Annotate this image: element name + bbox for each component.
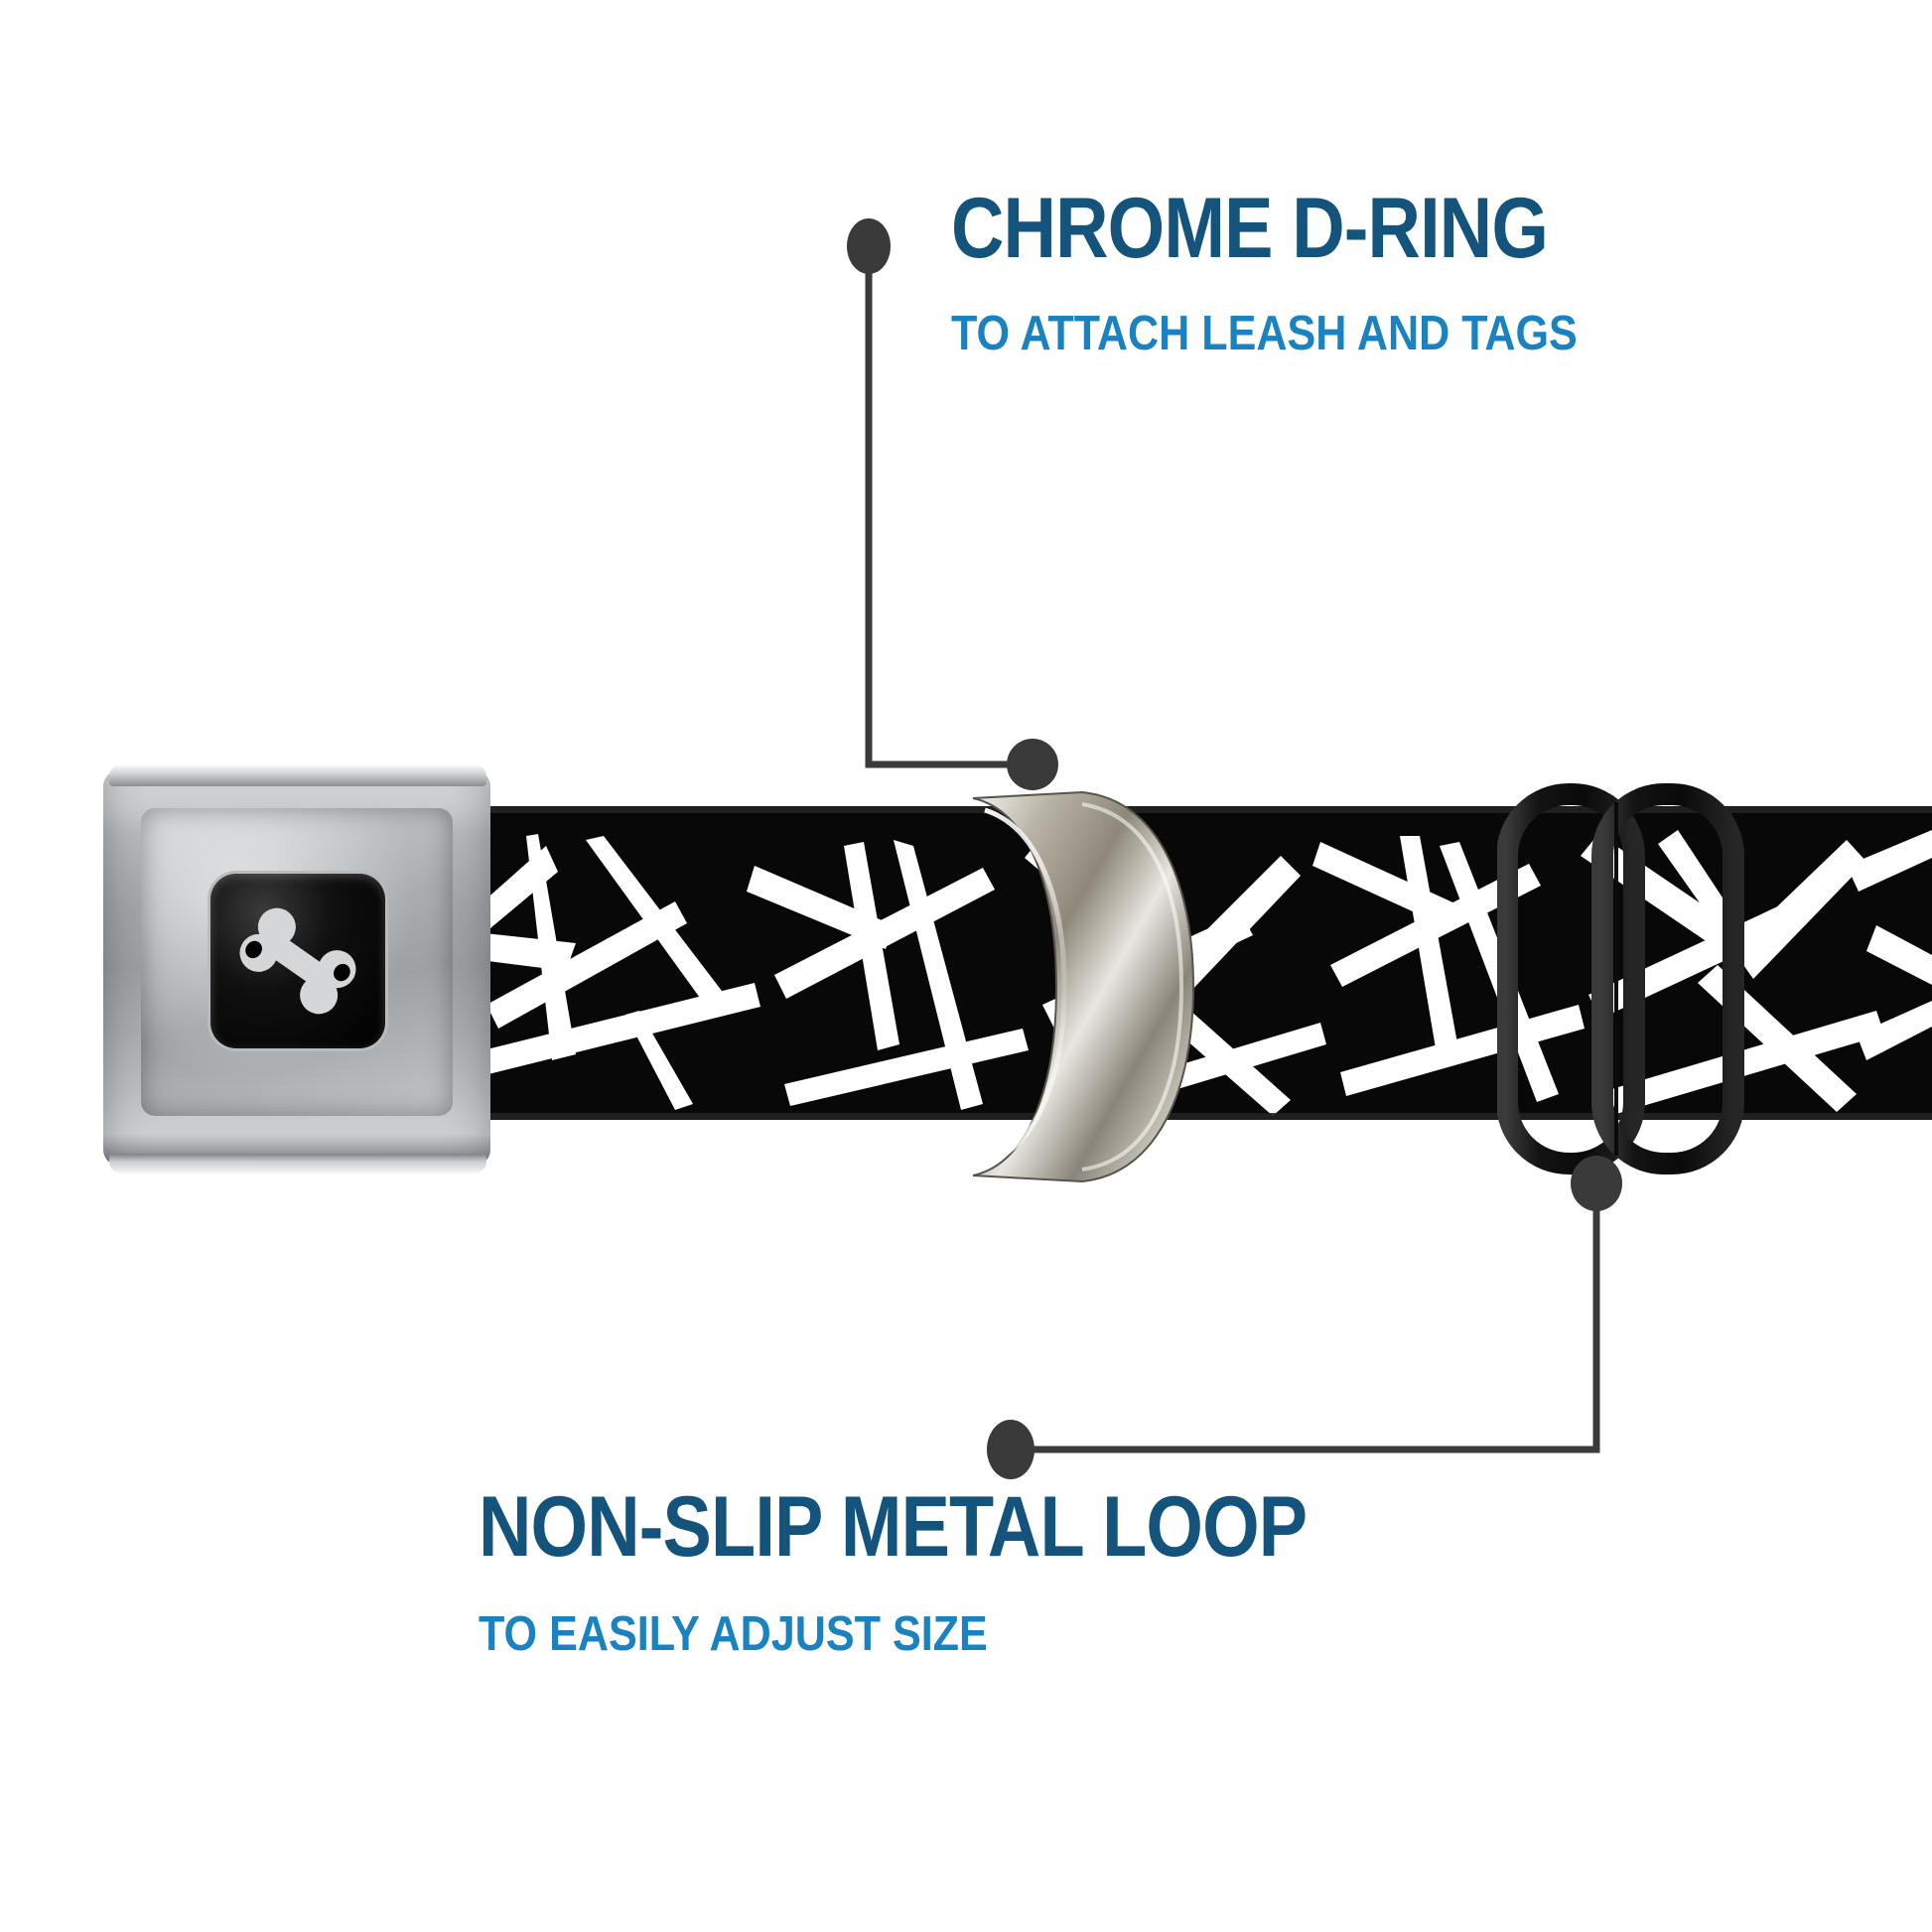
buckle-emblem-window (210, 874, 385, 1048)
buckle-bottom-lip (109, 1154, 486, 1173)
callout-subtitle-chrome-d-ring: TO ATTACH LEASH AND TAGS (951, 307, 1578, 360)
strap-edge-bottom (427, 1113, 1932, 1120)
callout-title-chrome-d-ring: CHROME D-RING (951, 181, 1549, 276)
callout-subtitle-non-slip-metal-loop: TO EASILY ADJUST SIZE (479, 1607, 988, 1661)
dog-bone-icon (239, 907, 356, 1015)
callout-title-non-slip-metal-loop: NON-SLIP METAL LOOP (479, 1479, 1308, 1575)
non-slip-metal-loop (1496, 780, 1745, 1177)
chrome-d-ring (933, 770, 1203, 1203)
buckle-top-lip (109, 764, 486, 786)
d-ring-shape (972, 790, 1195, 1183)
chrome-buckle (99, 764, 526, 1173)
metal-loop-shape (1496, 783, 1744, 1174)
strap-edge-top (427, 806, 1932, 813)
